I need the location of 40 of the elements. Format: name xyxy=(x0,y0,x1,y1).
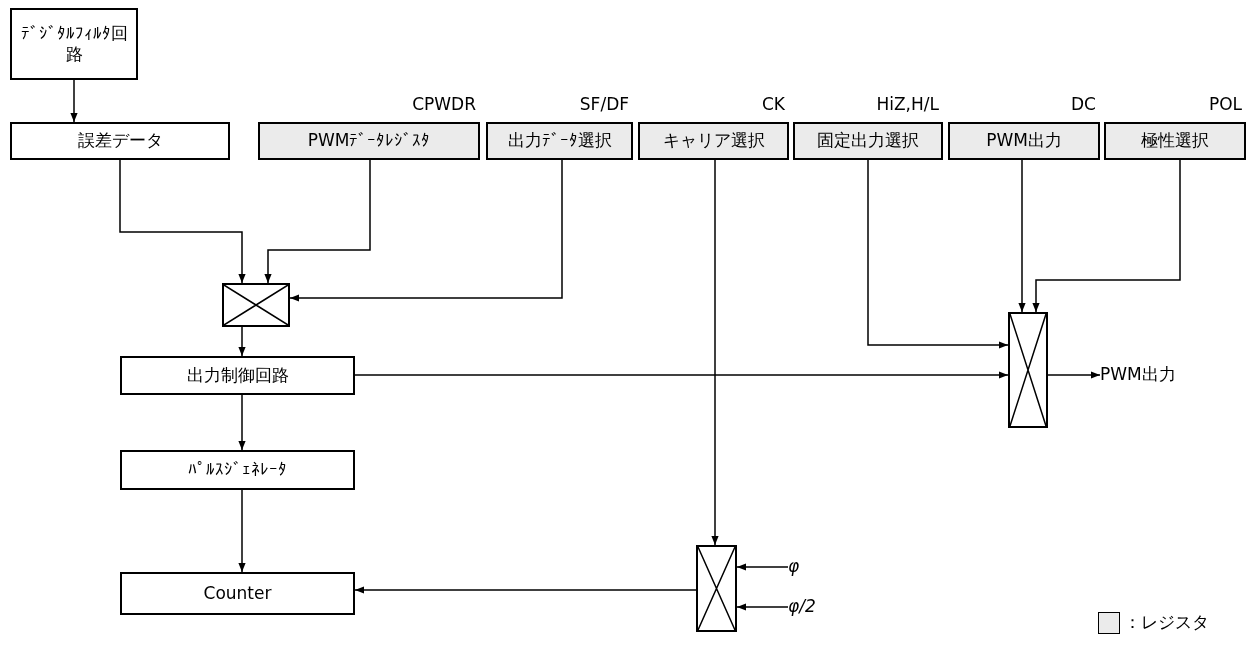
selector-box xyxy=(696,545,737,632)
arrow xyxy=(1032,159,1181,313)
output-label: PWM出力 xyxy=(1100,363,1176,387)
legend-label: ：レジスタ xyxy=(1124,611,1209,634)
arrow xyxy=(238,394,246,451)
signal-label: DC xyxy=(1070,96,1096,113)
selector-box xyxy=(222,283,290,327)
process-box: 誤差データ xyxy=(10,122,230,160)
process-box: Counter xyxy=(120,572,355,615)
arrow xyxy=(119,159,246,284)
register-box: キャリア選択 xyxy=(638,122,789,160)
arrow xyxy=(1047,371,1101,379)
arrow xyxy=(354,586,697,594)
arrow xyxy=(70,79,78,123)
register-box: PWM出力 xyxy=(948,122,1100,160)
arrow xyxy=(289,159,563,302)
arrow xyxy=(736,603,789,611)
signal-label: φ xyxy=(788,555,800,579)
signal-label: SF/DF xyxy=(578,96,629,113)
register-box: PWMﾃﾞｰﾀﾚｼﾞｽﾀ xyxy=(258,122,480,160)
arrow xyxy=(354,371,1009,379)
arrow xyxy=(238,489,246,573)
signal-label: POL xyxy=(1207,96,1242,113)
arrow xyxy=(1018,159,1026,313)
register-box: 固定出力選択 xyxy=(793,122,943,160)
signal-label: CPWDR xyxy=(411,96,476,113)
selector-box xyxy=(1008,312,1048,428)
signal-label: CK xyxy=(760,96,785,113)
process-box: ﾃﾞｼﾞﾀﾙﾌｨﾙﾀ回路 xyxy=(10,8,138,80)
arrow xyxy=(867,159,1009,349)
arrow xyxy=(711,159,719,546)
arrow xyxy=(264,159,371,284)
signal-label: HiZ,H/L xyxy=(875,96,939,113)
signal-label: φ/2 xyxy=(788,595,816,619)
register-box: 出力ﾃﾞｰﾀ選択 xyxy=(486,122,633,160)
process-box: 出力制御回路 xyxy=(120,356,355,395)
register-box: 極性選択 xyxy=(1104,122,1246,160)
process-box: ﾊﾟﾙｽｼﾞｪﾈﾚｰﾀ xyxy=(120,450,355,490)
arrow xyxy=(238,326,246,357)
arrow xyxy=(736,563,789,571)
